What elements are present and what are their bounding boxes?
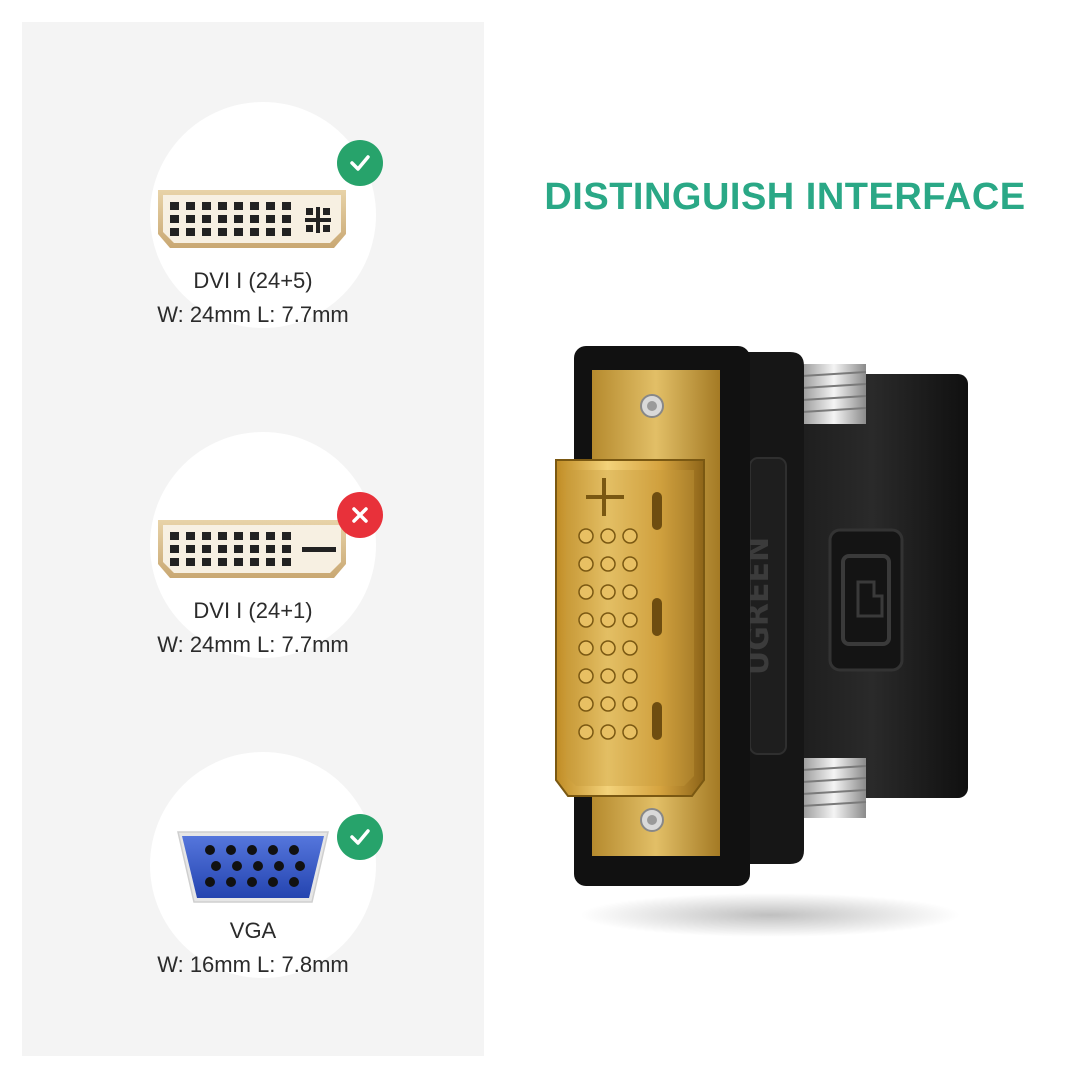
compatible-check-icon bbox=[337, 140, 383, 186]
interface-name: VGA bbox=[229, 918, 277, 943]
page-title: DISTINGUISH INTERFACE bbox=[544, 176, 1026, 218]
interface-dimensions: W: 16mm L: 7.8mm bbox=[157, 952, 349, 977]
interface-dimensions: W: 24mm L: 7.7mm bbox=[157, 632, 349, 657]
interface-item-dvi-24-1: DVI I (24+1) W: 24mm L: 7.7mm bbox=[22, 432, 484, 732]
interface-item-vga: VGA W: 16mm L: 7.8mm bbox=[22, 752, 484, 1052]
interface-dimensions: W: 24mm L: 7.7mm bbox=[157, 302, 349, 327]
interface-name: DVI I (24+5) bbox=[193, 268, 313, 293]
dvi-vga-adapter-image: UGREEN bbox=[555, 346, 968, 937]
interface-item-dvi-24-5: DVI I (24+5) W: 24mm L: 7.7mm bbox=[22, 102, 484, 402]
compatible-check-icon bbox=[337, 814, 383, 860]
interface-name: DVI I (24+1) bbox=[193, 598, 313, 623]
interface-comparison-panel: DVI I (24+5) W: 24mm L: 7.7mm DVI I (24+… bbox=[22, 22, 484, 1056]
vga-connector-icon bbox=[177, 831, 329, 903]
not-compatible-cross-icon bbox=[337, 492, 383, 538]
dvi-24-1-connector-icon bbox=[158, 520, 346, 578]
dvi-24-5-connector-icon bbox=[158, 190, 346, 248]
